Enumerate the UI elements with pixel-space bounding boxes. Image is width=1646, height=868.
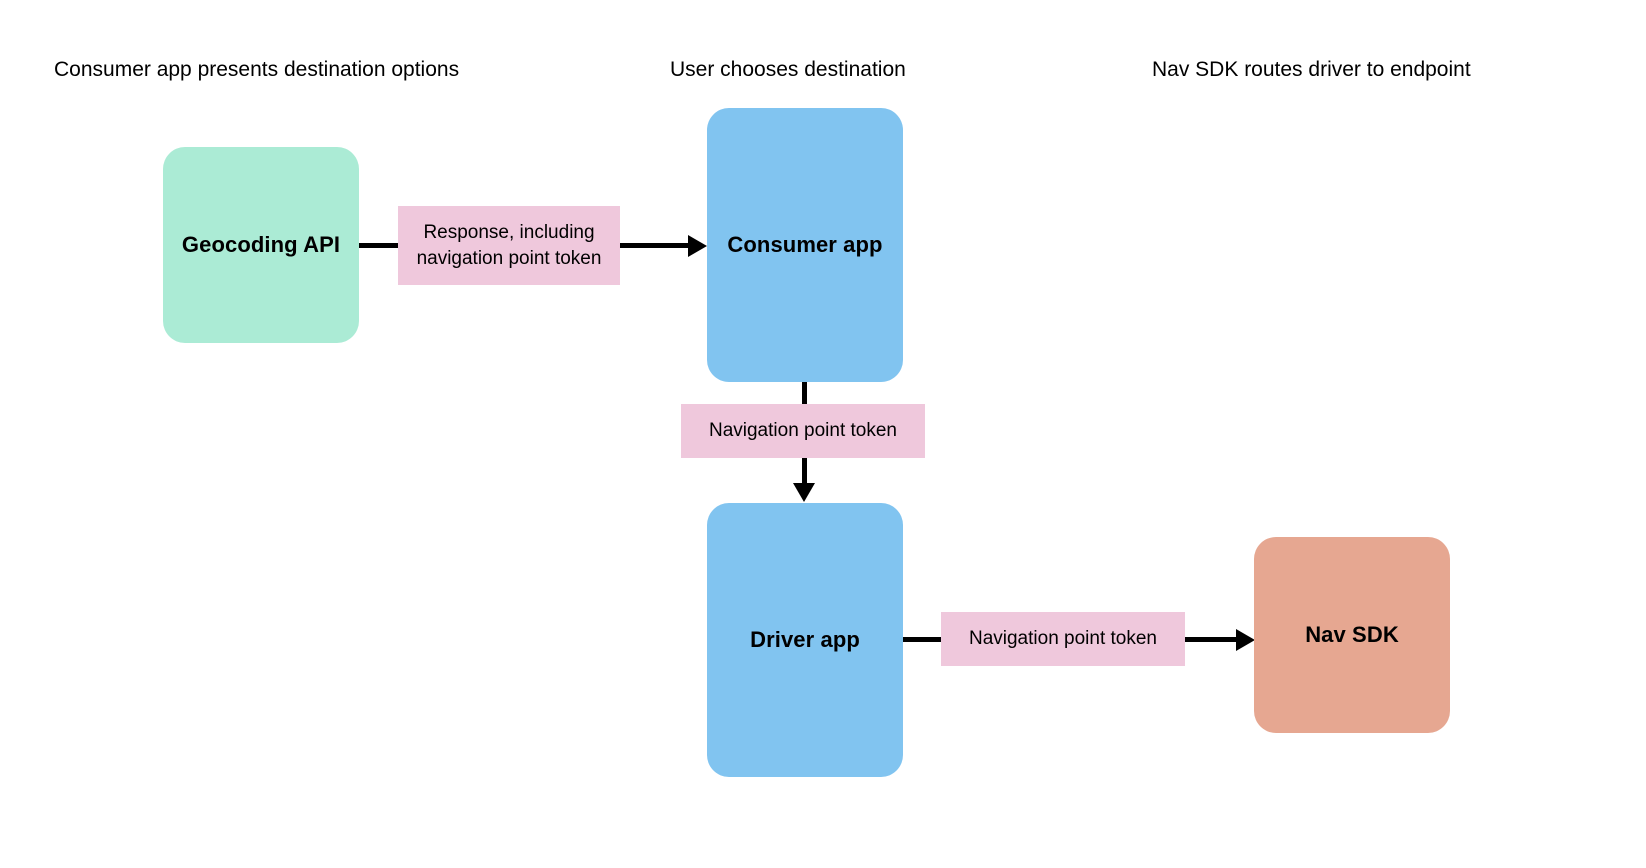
node-label-consumer-app: Consumer app — [727, 232, 883, 257]
column-header-user-chooses: User chooses destination — [670, 58, 906, 81]
edge-label-navigation-point-token-driver-to-navsdk: Navigation point token — [941, 612, 1185, 666]
node-driver-app[interactable]: Driver app — [707, 503, 903, 777]
arrowhead-icon-to-consumer — [688, 235, 707, 257]
edge-label-navigation-point-token-consumer-to-driver: Navigation point token — [681, 404, 925, 458]
node-label-nav-sdk: Nav SDK — [1305, 622, 1399, 647]
edge-label-response-including-navigation-point-token: Response, including navigation point tok… — [398, 206, 620, 285]
node-geocoding-api[interactable]: Geocoding API — [163, 147, 359, 343]
edge-line-consumer-to-driver-bottom — [802, 455, 807, 485]
arrowhead-icon-to-driver — [793, 483, 815, 502]
column-header-navsdk-routes: Nav SDK routes driver to endpoint — [1152, 58, 1471, 81]
column-header-consumer-options: Consumer app presents destination option… — [54, 58, 460, 81]
edge-line-driver-to-navsdk-left — [903, 637, 948, 642]
edge-line-driver-to-navsdk-right — [1183, 637, 1236, 642]
edge-line-consumer-to-driver-top — [802, 382, 807, 412]
node-consumer-app[interactable]: Consumer app — [707, 108, 903, 382]
node-label-driver-app: Driver app — [750, 627, 860, 652]
node-nav-sdk[interactable]: Nav SDK — [1254, 537, 1450, 733]
arrowhead-icon-to-navsdk — [1236, 629, 1255, 651]
node-label-geocoding-api: Geocoding API — [181, 232, 341, 257]
edge-line-geocoding-to-consumer-right — [618, 243, 688, 248]
